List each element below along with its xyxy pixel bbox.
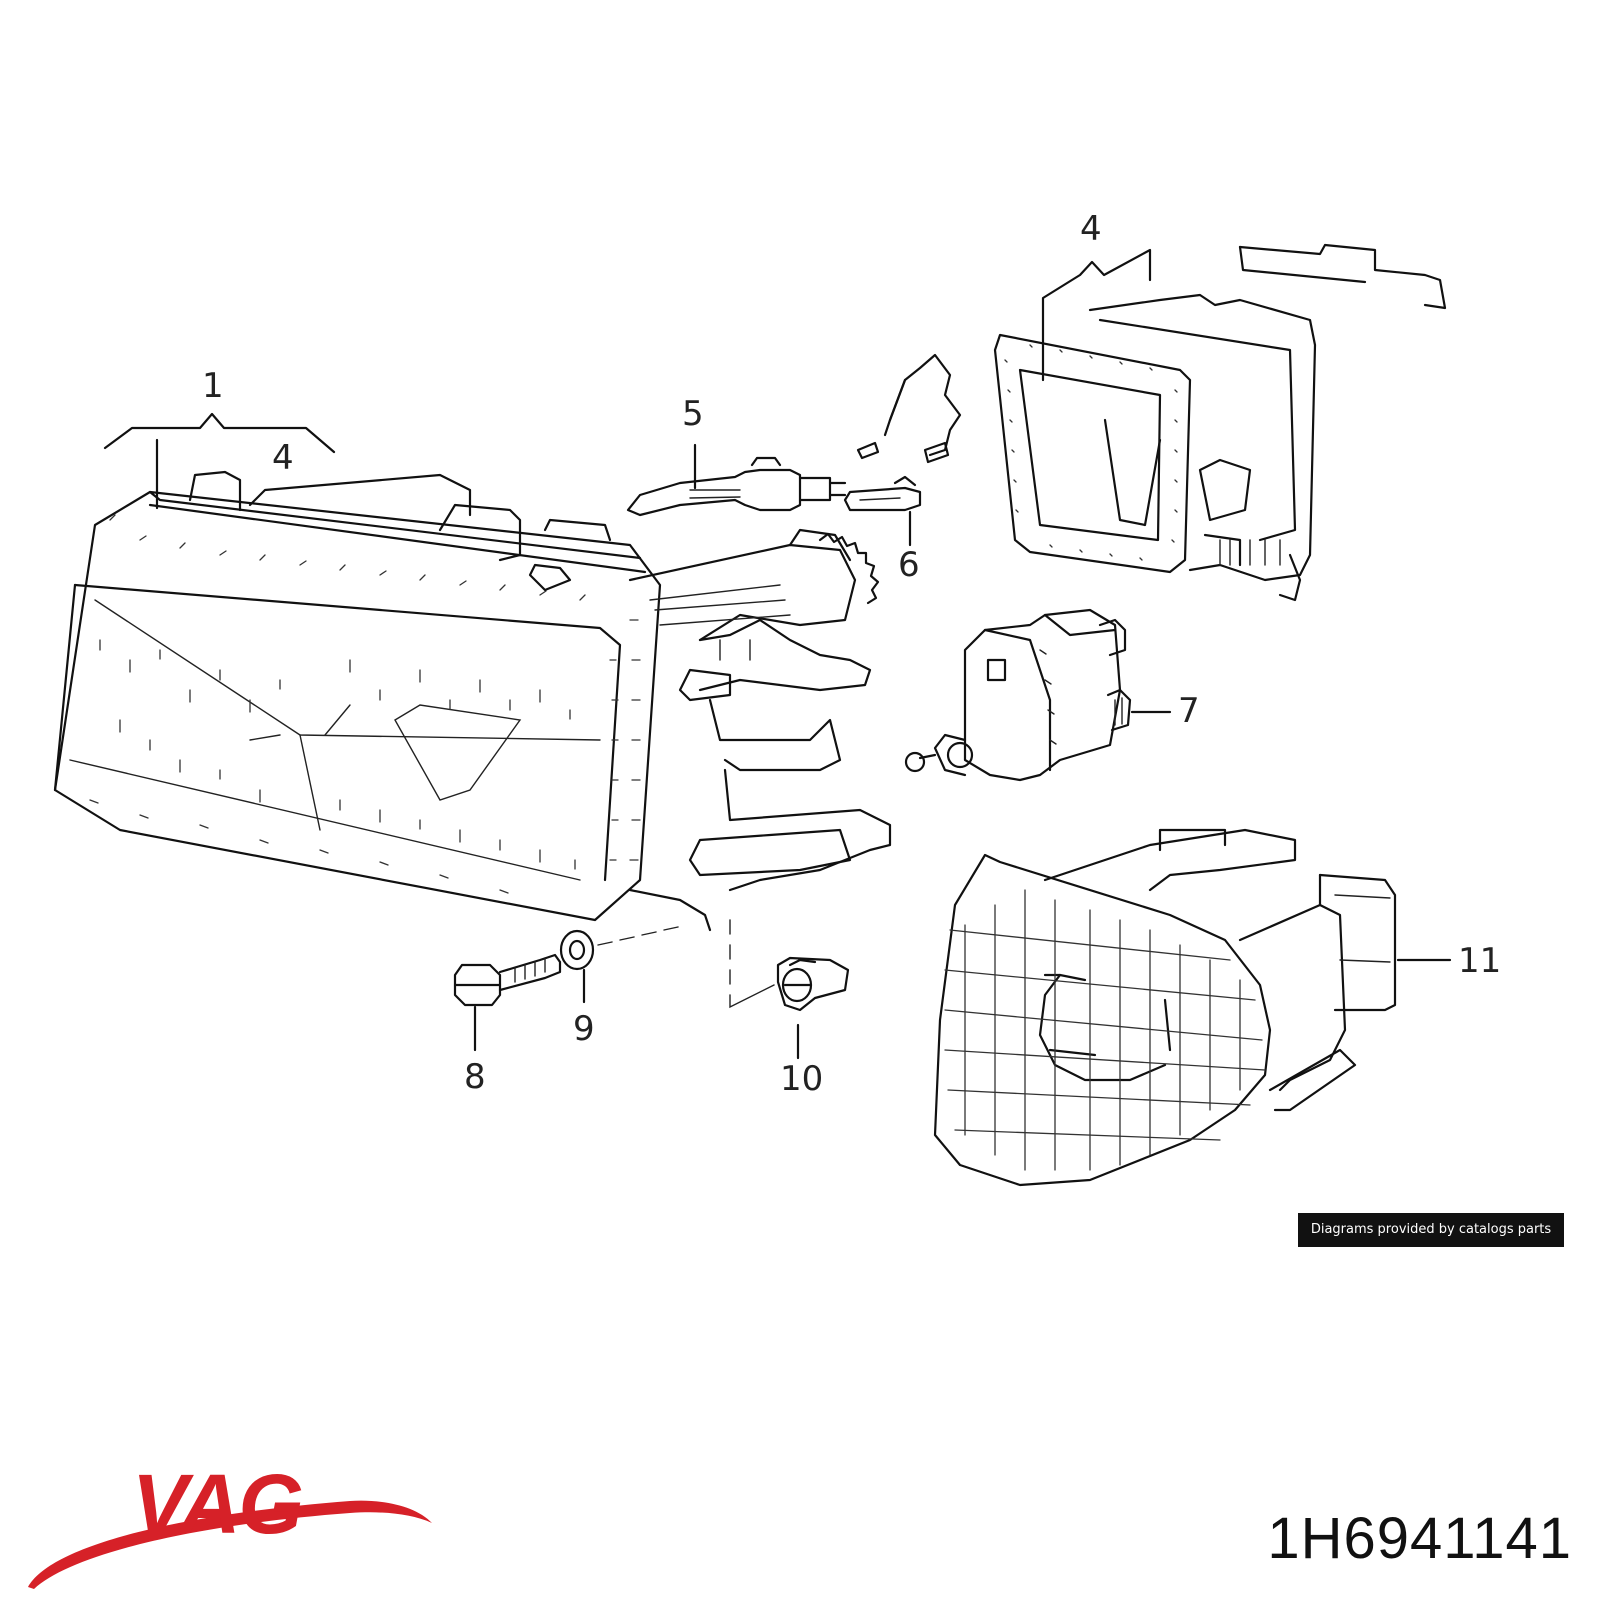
callout-5: 5 [682,394,704,434]
callout-7: 7 [1178,691,1200,731]
callout-9: 9 [573,1009,595,1049]
headlight-leveling-motor [904,608,1132,782]
h4-bulb [626,456,847,517]
callout-10: 10 [780,1059,823,1099]
washer [559,929,595,971]
dash-line-9 [597,926,679,946]
mounting-bolt [453,953,562,1007]
part-number: 1H6941141 [1267,1506,1572,1571]
callout-4b: 4 [1080,209,1102,249]
callout-8: 8 [464,1057,486,1097]
turn-signal-lamp [933,828,1397,1187]
callout-11: 11 [1458,941,1501,981]
bracket-4b [1041,248,1152,382]
diagram-credit-label: Diagrams provided by catalogs parts [1298,1213,1564,1247]
headlight-housing [53,470,892,932]
callout-4a: 4 [272,438,294,478]
callout-1: 1 [202,366,224,406]
retaining-clip [776,956,850,1012]
parking-bulb [843,475,922,512]
dash-line-10 [729,919,775,1009]
seal-fragment [856,353,962,464]
rubber-cover [993,293,1317,602]
vag-swoosh-logo: VAG [28,1457,432,1589]
cover-tab [1238,243,1447,310]
bracket-1 [103,412,336,454]
logo-text: VAG [132,1457,302,1551]
callout-6: 6 [898,545,920,585]
logo-swoosh [28,1500,432,1589]
